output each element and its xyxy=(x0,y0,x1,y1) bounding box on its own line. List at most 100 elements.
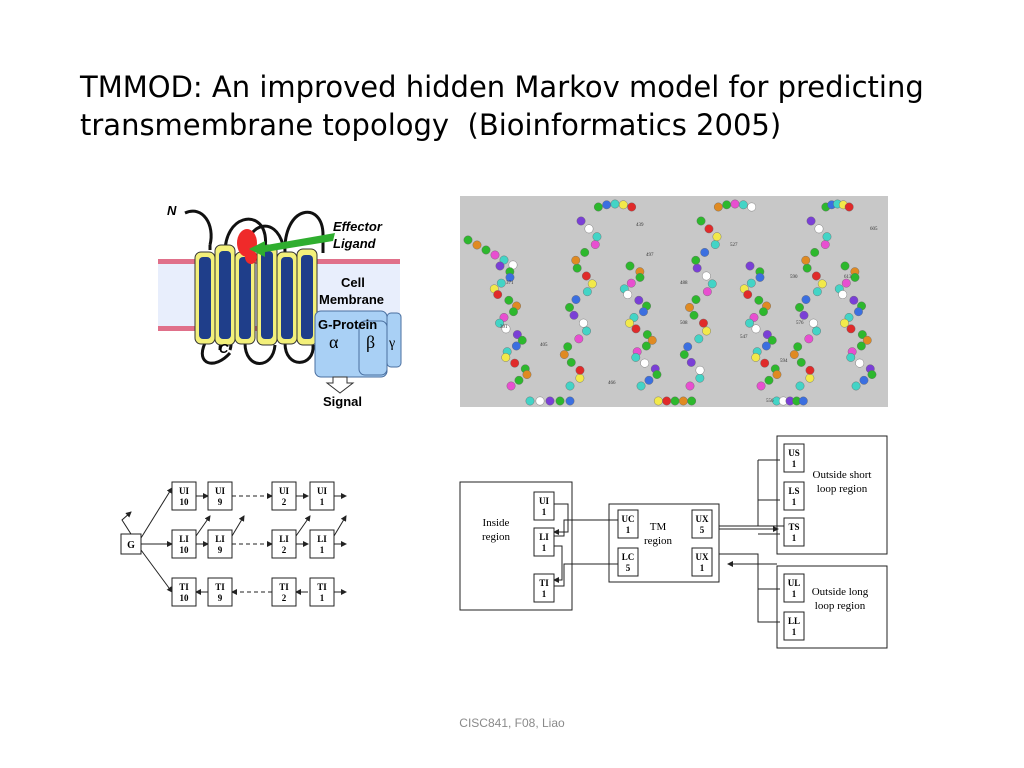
state-index-label: 9 xyxy=(218,593,223,603)
hmm_left-state-ui-9: UI9 xyxy=(207,481,233,511)
hmm-left-transitions xyxy=(195,493,347,595)
residue-bead xyxy=(625,318,634,328)
residue-bead xyxy=(798,396,808,406)
residue-bead xyxy=(686,358,696,367)
residue-bead xyxy=(692,263,702,273)
residue-bead xyxy=(789,350,799,359)
residue-bead xyxy=(840,318,849,328)
residue-bead xyxy=(496,278,506,288)
residue-number-label: 590 xyxy=(790,275,798,280)
residue-bead xyxy=(582,287,592,297)
state-index-label: 1 xyxy=(626,525,631,535)
residue-bead xyxy=(849,295,859,305)
state-type-label: UL xyxy=(788,578,801,588)
state-index-label: 1 xyxy=(700,563,705,573)
residue-bead xyxy=(679,350,689,359)
hmm_left-state-ti-9: TI9 xyxy=(207,577,233,607)
gpcr-diagram: N C Effector Ligand Cell Membrane G-Prot… xyxy=(158,203,402,409)
state-index-label: 5 xyxy=(626,563,631,573)
residue-bead xyxy=(481,245,491,255)
residue-bead xyxy=(501,324,511,334)
snake-plot: 3713914054394664884975085275475565765905… xyxy=(460,196,888,407)
residue-bead xyxy=(755,273,765,282)
residue-bead xyxy=(856,341,866,351)
residue-bead xyxy=(602,200,612,210)
residue-number-label: 556 xyxy=(766,399,774,404)
residue-bead xyxy=(493,290,503,299)
residue-bead xyxy=(610,199,620,209)
residue-bead xyxy=(699,318,708,328)
residue-bead xyxy=(854,307,863,317)
residue-bead xyxy=(634,295,644,305)
residue-bead xyxy=(635,273,645,282)
residue-number-label: 439 xyxy=(636,223,644,228)
residue-bead xyxy=(495,261,505,271)
residue-bead xyxy=(572,263,582,273)
residue-bead xyxy=(867,370,877,379)
residue-number-label: 605 xyxy=(870,227,878,232)
residue-bead xyxy=(490,250,500,260)
residue-number-label: 594 xyxy=(780,359,788,364)
state-type-label: UX xyxy=(696,552,709,562)
ligand-label: Ligand xyxy=(333,236,377,251)
hmm_left-state-li-1: LI1 xyxy=(309,529,335,559)
residue-bead xyxy=(587,279,597,289)
residue-number-label: 371 xyxy=(506,281,514,286)
outside-short-label-line-1: Outside short xyxy=(813,469,872,481)
residue-bead xyxy=(640,358,650,368)
state-index-label: 1 xyxy=(792,497,797,507)
residue-number-label: 391 xyxy=(500,325,508,330)
c-terminus-label: C xyxy=(219,341,229,356)
state-type-label: TI xyxy=(179,582,189,592)
cell-label: Cell xyxy=(341,275,365,290)
residue-bead xyxy=(647,335,657,345)
residue-bead xyxy=(644,375,654,385)
residue-bead xyxy=(802,263,812,273)
residue-bead xyxy=(810,248,820,257)
alpha-label: α xyxy=(329,332,339,352)
residue-bead xyxy=(463,235,473,245)
n-terminal-loop xyxy=(184,209,213,250)
residue-number-label: 405 xyxy=(540,343,548,348)
residue-bead xyxy=(642,330,652,339)
residue-bead xyxy=(722,200,732,210)
g-state-label: G xyxy=(127,540,135,551)
residue-bead xyxy=(746,278,756,288)
residue-bead xyxy=(582,326,591,336)
hmm_right-state-ti-1: TI1 xyxy=(533,573,555,603)
residue-bead xyxy=(762,330,772,339)
residue-bead xyxy=(704,224,714,234)
residue-bead xyxy=(738,200,748,210)
state-index-label: 10 xyxy=(180,593,190,603)
residue-bead xyxy=(809,318,818,328)
residue-bead xyxy=(804,334,814,344)
residue-bead xyxy=(712,232,722,242)
state-index-label: 10 xyxy=(180,545,190,555)
residue-bead xyxy=(841,278,851,288)
state-index-label: 1 xyxy=(542,589,547,599)
residue-bead xyxy=(571,295,581,304)
residue-bead xyxy=(685,381,695,391)
state-index-label: 1 xyxy=(542,543,547,553)
residue-bead xyxy=(730,199,740,209)
hmm_right-state-ul-1: UL1 xyxy=(783,573,805,603)
residue-bead xyxy=(846,324,856,334)
residue-bead xyxy=(820,240,830,249)
slide-footer: CISC841, F08, Liao xyxy=(459,716,565,730)
state-type-label: TS xyxy=(788,522,799,532)
hmm_right-state-ui-1: UI1 xyxy=(533,491,555,521)
residue-bead xyxy=(691,295,701,304)
slide-title-line-2: transmembrane topology (Bioinformatics 2… xyxy=(80,108,782,142)
beta-label: β xyxy=(366,332,375,352)
residue-bead xyxy=(851,381,861,391)
hmm-architecture-right: Inside region TM region Outside short lo… xyxy=(459,435,888,649)
residue-bead xyxy=(592,232,602,242)
residue-bead xyxy=(751,324,761,334)
residue-bead xyxy=(545,396,555,406)
snake-beads xyxy=(463,199,877,406)
residue-bead xyxy=(805,373,815,383)
residue-number-label: 527 xyxy=(730,243,738,248)
residue-bead xyxy=(517,335,527,345)
signal-arrow-icon xyxy=(325,376,355,394)
